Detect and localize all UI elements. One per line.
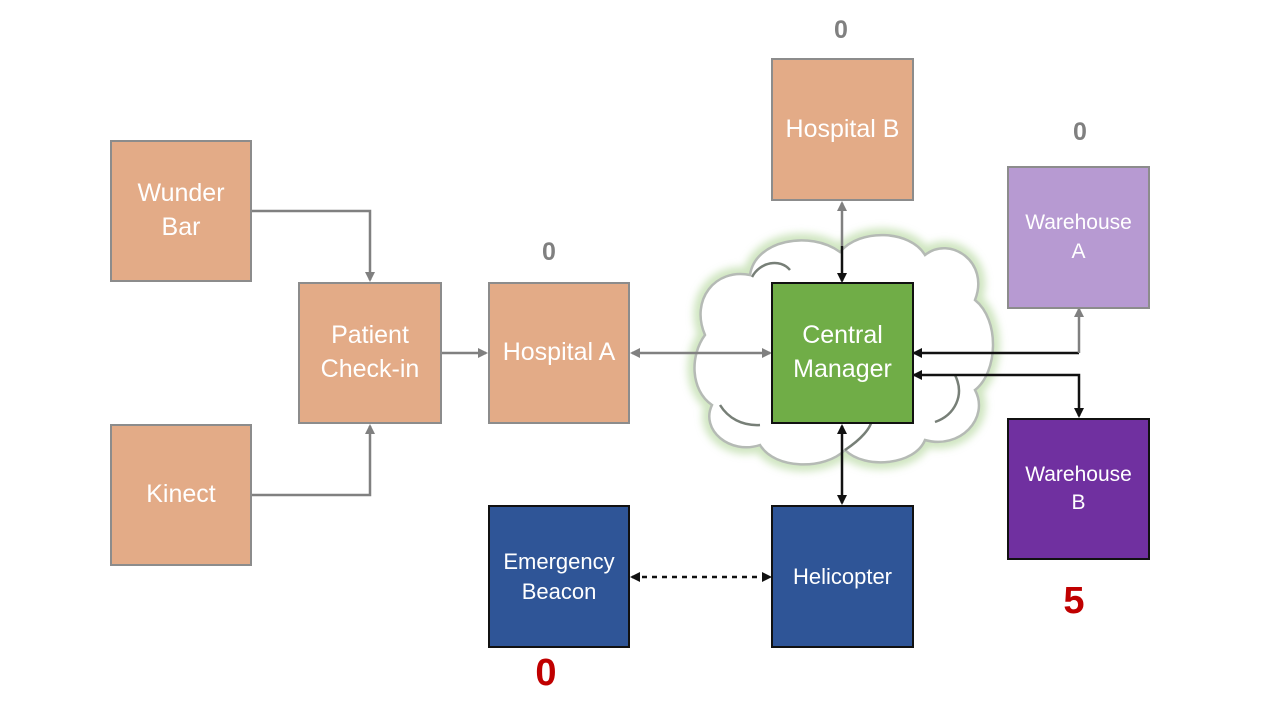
node-hospital-a: Hospital A	[488, 282, 630, 424]
node-warehouse-a: Warehouse A	[1007, 166, 1150, 309]
node-helicopter: Helicopter	[771, 505, 914, 648]
node-kinect: Kinect	[110, 424, 252, 566]
count-warehouse-a: 0	[1073, 118, 1087, 146]
node-emergency-beacon: Emergency Beacon	[488, 505, 630, 648]
node-warehouse-b: Warehouse B	[1007, 418, 1150, 560]
edge-kinect-to-checkin	[252, 424, 375, 497]
edge-wunderbar-to-checkin	[252, 209, 375, 282]
count-hospital-b: 0	[834, 16, 848, 44]
count-warehouse-b: 5	[1063, 580, 1085, 622]
count-emergency-beacon: 0	[535, 652, 557, 694]
count-hospital-a: 0	[542, 238, 556, 266]
node-wunder-bar: Wunder Bar	[110, 140, 252, 282]
node-central-manager: Central Manager	[771, 282, 914, 424]
node-patient-checkin: Patient Check-in	[298, 282, 442, 424]
node-hospital-b: Hospital B	[771, 58, 914, 201]
edge-central-warehouse-b	[912, 370, 1084, 418]
